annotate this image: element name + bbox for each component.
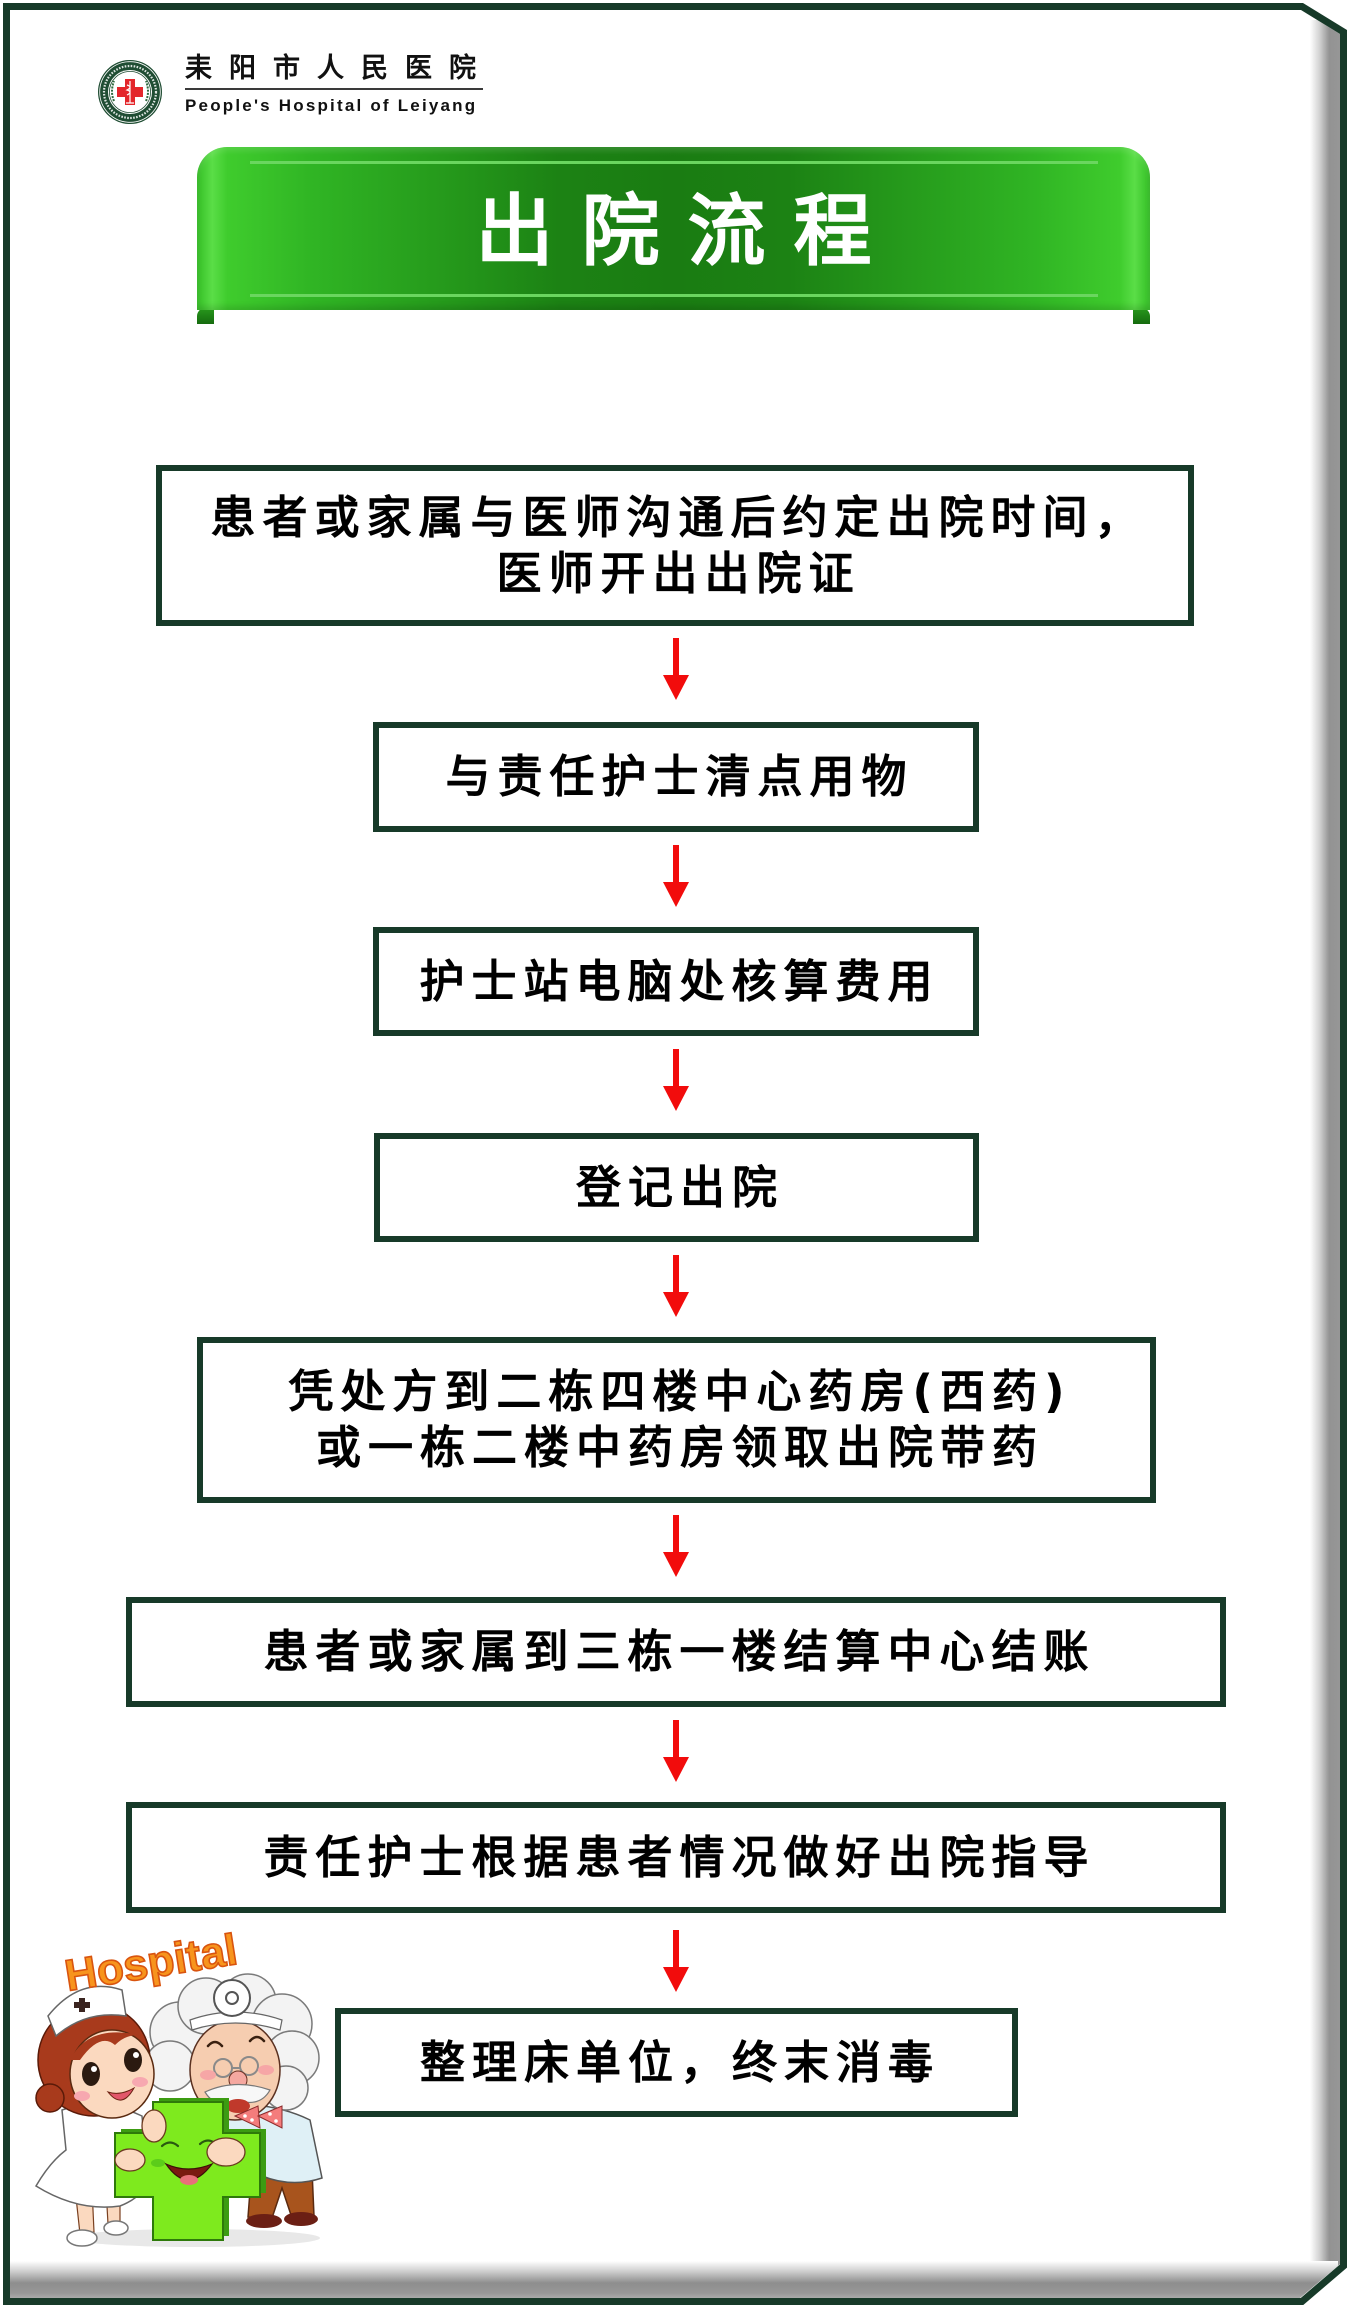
arrow-down-icon — [663, 1255, 689, 1317]
hands — [114, 2109, 246, 2172]
arrow-down-icon — [663, 1720, 689, 1782]
frame-border — [3, 3, 1347, 2305]
step-5-line-1: 凭处方到二栋四楼中心药房(西药) — [288, 1365, 1072, 1418]
step-3-line-1: 护士站电脑处核算费用 — [419, 954, 940, 1008]
hospital-name-divider — [185, 88, 483, 90]
step-box-6: 患者或家属到三栋一楼结算中心结账 — [126, 1597, 1226, 1707]
step-box-7: 责任护士根据患者情况做好出院指导 — [126, 1802, 1226, 1913]
arrow-down-icon — [663, 1930, 689, 1992]
step-box-5: 凭处方到二栋四楼中心药房(西药) 或一栋二楼中药房领取出院带药 — [197, 1337, 1156, 1503]
hospital-name-english: People's Hospital of Leiyang — [185, 96, 478, 115]
hospital-name-chinese: 耒阳市人民医院 — [185, 53, 493, 84]
step-2-line-1: 与责任护士清点用物 — [445, 750, 914, 803]
step-box-2: 与责任护士清点用物 — [373, 722, 979, 832]
step-1-line-1: 患者或家属与医师沟通后约定出院时间， — [210, 490, 1147, 544]
arrow-down-icon — [663, 1515, 689, 1577]
title-banner — [197, 147, 1150, 310]
step-4-line-1: 登记出院 — [575, 1160, 784, 1214]
step-8-line-1: 整理床单位，终末消毒 — [419, 2035, 940, 2089]
banner-fold-right — [1133, 306, 1150, 324]
step-box-3: 护士站电脑处核算费用 — [373, 927, 979, 1036]
banner-rule-bottom — [250, 294, 1098, 297]
step-7-line-1: 责任护士根据患者情况做好出院指导 — [263, 1830, 1096, 1884]
step-box-1: 患者或家属与医师沟通后约定出院时间， 医师开出出院证 — [156, 465, 1194, 626]
banner-rule-top — [250, 161, 1098, 164]
step-5-line-2: 或一栋二楼中药房领取出院带药 — [315, 1421, 1044, 1474]
hospital-emblem-icon — [98, 60, 162, 124]
step-box-4: 登记出院 — [374, 1133, 979, 1242]
arrow-down-icon — [663, 638, 689, 700]
nurse-doctor-green-cross-illustration: Hospital — [34, 1924, 323, 2247]
frame-bevel-shadow — [10, 20, 1340, 2298]
banner-fold-left — [197, 306, 214, 324]
arrow-down-icon — [663, 845, 689, 907]
arrow-down-icon — [663, 1049, 689, 1111]
step-1-line-2: 医师开出出院证 — [496, 546, 861, 600]
step-6-line-1: 患者或家属到三栋一楼结算中心结账 — [263, 1625, 1096, 1678]
nurse-figure — [34, 1985, 155, 2247]
step-box-8: 整理床单位，终末消毒 — [335, 2008, 1018, 2117]
page-title: 出院流程 — [475, 187, 900, 277]
